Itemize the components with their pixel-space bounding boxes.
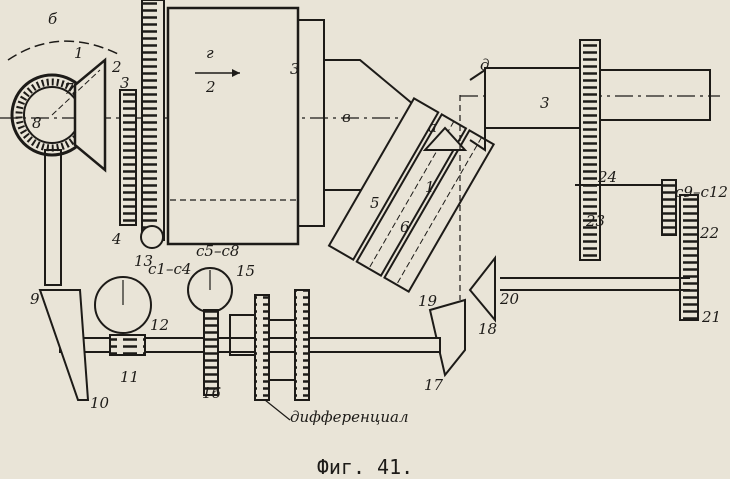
label-9: 9 — [30, 290, 40, 308]
label-11: 11 — [120, 368, 140, 386]
label-4: 4 — [112, 230, 122, 248]
bevel-gear-20 — [468, 255, 496, 323]
label-16: 16 — [202, 384, 222, 402]
label-20: 20 — [500, 290, 520, 308]
label-5: 5 — [370, 194, 380, 212]
label-10: 10 — [90, 394, 110, 412]
label-13: 13 — [134, 252, 154, 270]
label-c9-c12: c9–c12 — [675, 183, 728, 201]
label-22: 22 — [700, 224, 720, 242]
label-12: 12 — [150, 316, 170, 334]
label-g: г — [206, 44, 214, 62]
differential — [229, 289, 310, 421]
label-d: д — [480, 56, 490, 74]
label-6: 6 — [400, 218, 410, 236]
bevel-gear-9 — [38, 289, 90, 401]
label-3: 3 — [120, 74, 130, 92]
label-c1-c4: c1–c4 — [148, 260, 192, 278]
label-18: 18 — [478, 320, 498, 338]
label-19: 19 — [418, 292, 438, 310]
cone-a — [422, 126, 468, 151]
label-7: 7 — [64, 80, 74, 98]
label-3-drum: 3 — [290, 60, 300, 78]
label-17: 17 — [424, 376, 444, 394]
label-2: 2 — [112, 58, 122, 76]
label-1-incline: 1 — [425, 178, 435, 196]
drum — [166, 6, 300, 246]
label-8: 8 — [32, 114, 42, 132]
label-3-right: 3 — [540, 94, 550, 112]
bevel-gear-17 — [428, 298, 466, 378]
label-21: 21 — [702, 308, 722, 326]
label-differential: дифференциал — [290, 408, 409, 426]
figure-caption: Фиг. 41. — [316, 455, 414, 479]
label-v: в — [342, 108, 351, 126]
label-2-drum: 2 — [206, 78, 216, 96]
worm-11 — [109, 334, 146, 356]
label-1: 1 — [74, 44, 84, 62]
bevel-gear-1 — [10, 57, 107, 173]
label-b: б — [48, 10, 58, 28]
label-15: 15 — [236, 262, 256, 280]
gear-13 — [140, 225, 164, 249]
inclined-slides — [327, 97, 496, 293]
label-a: а — [428, 118, 437, 136]
arc-b — [7, 40, 121, 61]
label-c5-c8: c5–c8 — [196, 242, 240, 260]
label-23: 23 — [586, 212, 606, 230]
label-24: 24 — [598, 168, 618, 186]
